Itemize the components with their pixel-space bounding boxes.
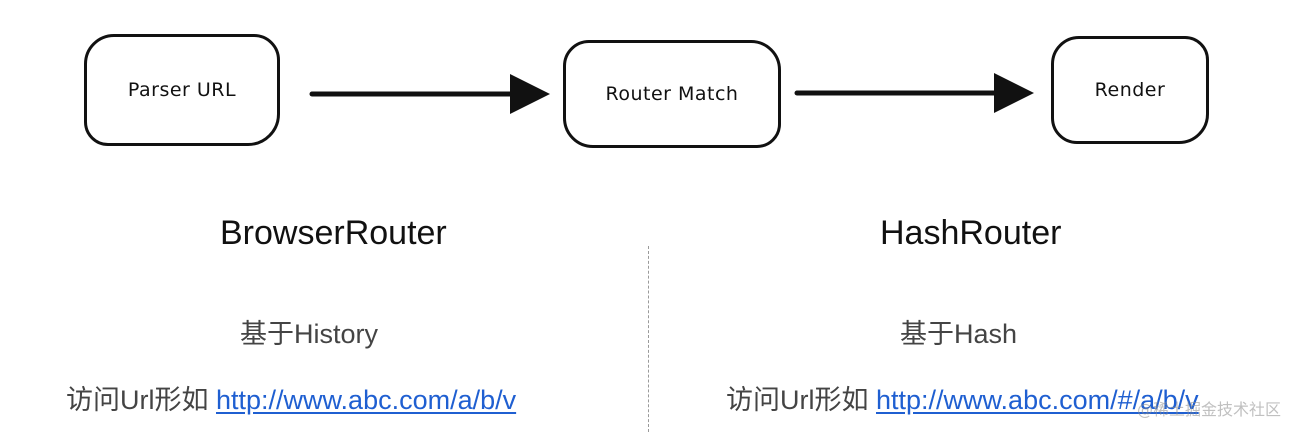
section-divider (648, 246, 649, 432)
node-parser-url: Parser URL (84, 34, 280, 146)
node-router-match-label: Router Match (605, 83, 739, 105)
node-render-label: Render (1094, 79, 1166, 101)
browser-router-title: BrowserRouter (220, 214, 447, 252)
browser-router-based-on: 基于History (240, 319, 379, 349)
node-render: Render (1051, 36, 1209, 144)
browser-router-url-link[interactable]: http://www.abc.com/a/b/v (216, 385, 517, 415)
hash-router-title: HashRouter (880, 214, 1062, 252)
node-parser-url-label: Parser URL (127, 79, 237, 101)
flow-diagram: Parser URL Router Match Render (0, 0, 1295, 170)
watermark: @稀土掘金技术社区 (1136, 400, 1281, 419)
hash-router-url-link[interactable]: http://www.abc.com/#/a/b/v (876, 385, 1199, 415)
flow-arrows (309, 73, 1034, 114)
browser-router-url-line: 访问Url形如 http://www.abc.com/a/b/v (66, 378, 516, 417)
browser-router-url-prefix: 访问Url形如 (66, 385, 216, 415)
hash-router-url-prefix: 访问Url形如 (726, 385, 876, 415)
node-router-match: Router Match (563, 40, 781, 148)
hash-router-based-on: 基于Hash (900, 319, 1018, 349)
hash-router-url-line: 访问Url形如 http://www.abc.com/#/a/b/v (726, 378, 1199, 417)
